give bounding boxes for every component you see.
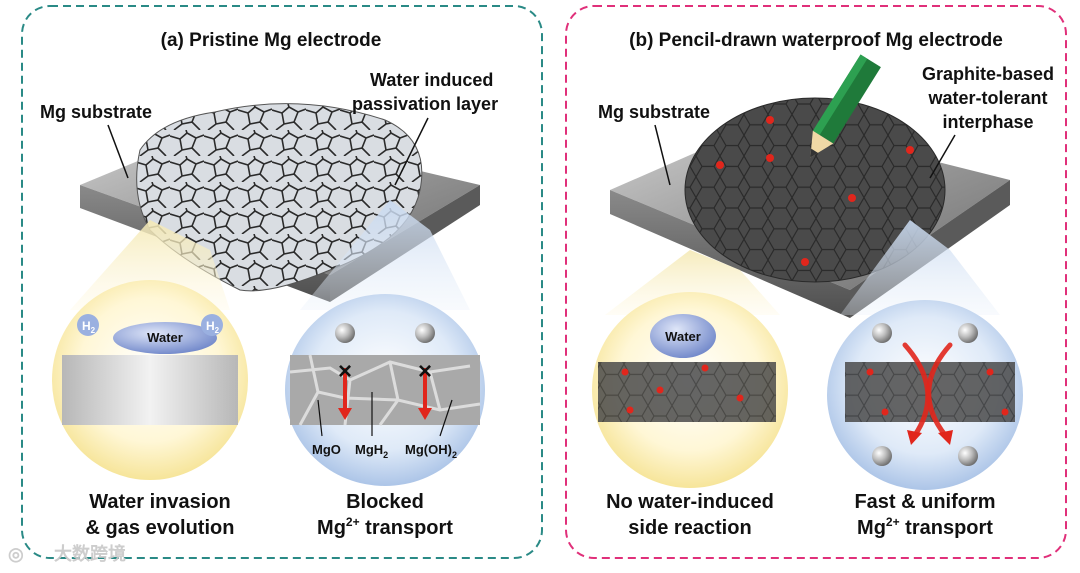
- mg-ion-b4: [958, 446, 978, 466]
- h2-right-label: H2: [206, 319, 220, 335]
- panel-a-substrate-label: Mg substrate: [40, 102, 152, 122]
- h2-left-label: H2: [82, 319, 96, 335]
- layer-pointer: [394, 117, 429, 186]
- fast-transport-zoom: [827, 300, 1023, 490]
- caption-b-left-line1: No water-induced: [606, 491, 774, 513]
- panel-a-right-cone: [300, 200, 470, 310]
- caption-a-right-line1: Blocked: [346, 491, 424, 513]
- interphase-label-line1: Graphite-based: [922, 64, 1054, 84]
- caption-b-right-line1: Fast & uniform: [854, 491, 995, 513]
- interphase-pointer: [929, 134, 956, 179]
- mg-ion-b3: [872, 446, 892, 466]
- panel-a-border: [21, 5, 543, 559]
- blocked-arrowhead-2: [418, 408, 432, 420]
- water-droplet-b: [650, 314, 716, 358]
- caption-a-left-line2: & gas evolution: [86, 517, 235, 539]
- water-invasion-zoom: Water H2 H2: [52, 280, 248, 480]
- water-droplet: [113, 322, 217, 354]
- water-droplet-label: Water: [147, 330, 183, 345]
- layer-label-line1: Water induced: [370, 70, 493, 90]
- water-droplet-b-label: Water: [665, 329, 701, 344]
- mg-ion-2: [415, 323, 435, 343]
- panel-b-border: [565, 5, 1067, 559]
- caption-a-left-line1: Water invasion: [89, 491, 231, 513]
- mg-ion-1: [335, 323, 355, 343]
- blocked-transport-zoom: × × MgO MgH2 Mg(OH)2: [285, 294, 485, 486]
- watermark: ◎ 大数跨境: [8, 543, 126, 564]
- panel-b-substrate-label: Mg substrate: [598, 102, 710, 122]
- red-dopant-dots: [716, 116, 914, 266]
- layer-label-line2: passivation layer: [352, 94, 498, 114]
- watermark-logo-icon: ◎: [8, 544, 24, 564]
- mgoh2-label: Mg(OH)2: [405, 442, 457, 460]
- panel-a-left-cone: [70, 220, 230, 310]
- mgoh2-pointer: [439, 399, 453, 437]
- caption-b-left-line2: side reaction: [628, 517, 751, 539]
- graphite-interphase: [684, 97, 946, 283]
- blocked-arrowhead-1: [338, 408, 352, 420]
- no-side-reaction-zoom: Water: [592, 292, 788, 488]
- mg-ion-b2: [958, 323, 978, 343]
- mgo-pointer: [317, 399, 323, 437]
- h2-bubble-right: [201, 314, 223, 336]
- mg-metal-band: [62, 355, 238, 425]
- panel-b-left-cone: [605, 250, 780, 315]
- panel-b-title: (b) Pencil-drawn waterproof Mg electrode: [629, 30, 1003, 51]
- grain-boundaries: [289, 354, 481, 426]
- passivation-grain-band: [290, 355, 480, 425]
- mgo-label: MgO: [312, 442, 341, 457]
- watermark-text: 大数跨境: [54, 543, 126, 564]
- transport-arrow-2: [926, 342, 953, 438]
- caption-a-right-line2: Mg2+ transport: [317, 515, 453, 539]
- panel-b-substrate-pointer: [654, 124, 671, 186]
- transport-arrowhead-2: [938, 430, 953, 445]
- mgh2-label: MgH2: [355, 442, 388, 460]
- interphase-label-line2: water-tolerant: [927, 88, 1047, 108]
- transport-arrowhead-1: [907, 430, 922, 445]
- h2-bubble-left: [77, 314, 99, 336]
- caption-b-right-line2: Mg2+ transport: [857, 515, 993, 539]
- pencil-icon: [810, 54, 881, 158]
- block-x-1: ×: [338, 358, 352, 385]
- interphase-label-line3: interphase: [942, 112, 1033, 132]
- block-x-2: ×: [418, 358, 432, 385]
- panel-a-substrate-pointer: [107, 124, 129, 179]
- panel-a-title: (a) Pristine Mg electrode: [161, 30, 382, 51]
- panel-b-right-cone: [840, 220, 1000, 315]
- mg-ion-b1: [872, 323, 892, 343]
